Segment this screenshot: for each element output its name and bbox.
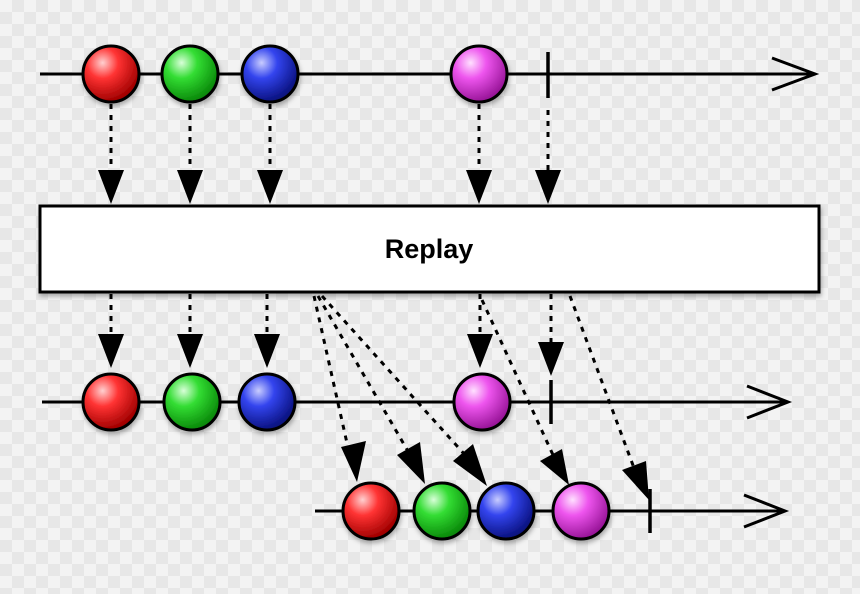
- operator-label: Replay: [385, 234, 474, 264]
- arrowhead: [254, 334, 280, 368]
- arrowhead: [177, 170, 203, 204]
- arrowhead: [467, 334, 493, 368]
- arrows-to-late-subscriber: [312, 294, 636, 469]
- blue-marble: [476, 481, 536, 541]
- timeline-arrowhead: [746, 384, 793, 420]
- arrowhead: [98, 334, 124, 368]
- arrowhead: [397, 442, 425, 484]
- arrowhead: [535, 170, 561, 204]
- arrows-into-operator: [109, 104, 550, 180]
- arrowhead: [257, 170, 283, 204]
- arrowhead: [538, 342, 564, 376]
- arrowhead: [540, 449, 569, 485]
- dotted-arrow: [312, 295, 351, 453]
- operator-box-rect: [38, 204, 821, 294]
- red-marble: [341, 481, 401, 541]
- timeline-first-subscriber: [42, 380, 793, 424]
- arrowhead: [177, 334, 203, 368]
- green-marble: [162, 372, 222, 432]
- dotted-arrow: [568, 295, 636, 469]
- arrowhead: [453, 444, 487, 486]
- source-marbles: [81, 44, 509, 104]
- late-subscriber-marbles: [341, 481, 611, 541]
- red-marble: [81, 372, 141, 432]
- arrowheads-into-operator: [98, 170, 561, 204]
- arrowhead: [622, 461, 649, 500]
- red-marble: [81, 44, 141, 104]
- blue-marble: [240, 44, 300, 104]
- arrowhead: [341, 441, 366, 482]
- arrowhead: [98, 170, 124, 204]
- blue-marble: [237, 372, 297, 432]
- arrowhead: [466, 170, 492, 204]
- magenta-marble: [452, 372, 512, 432]
- magenta-marble: [551, 481, 611, 541]
- first-subscriber-marbles: [81, 372, 512, 432]
- green-marble: [160, 44, 220, 104]
- timeline-arrowhead: [743, 493, 790, 529]
- arrowheads-to-late-subscriber: [341, 441, 649, 500]
- magenta-marble: [449, 44, 509, 104]
- timeline-source: [40, 52, 820, 98]
- arrowheads-to-first-subscriber: [98, 334, 564, 376]
- dotted-arrow: [320, 294, 468, 458]
- timeline-arrowhead: [771, 56, 820, 92]
- green-marble: [412, 481, 472, 541]
- dotted-arrow: [316, 295, 411, 454]
- arrows-to-first-subscriber: [109, 294, 553, 342]
- operator-box: [38, 204, 821, 294]
